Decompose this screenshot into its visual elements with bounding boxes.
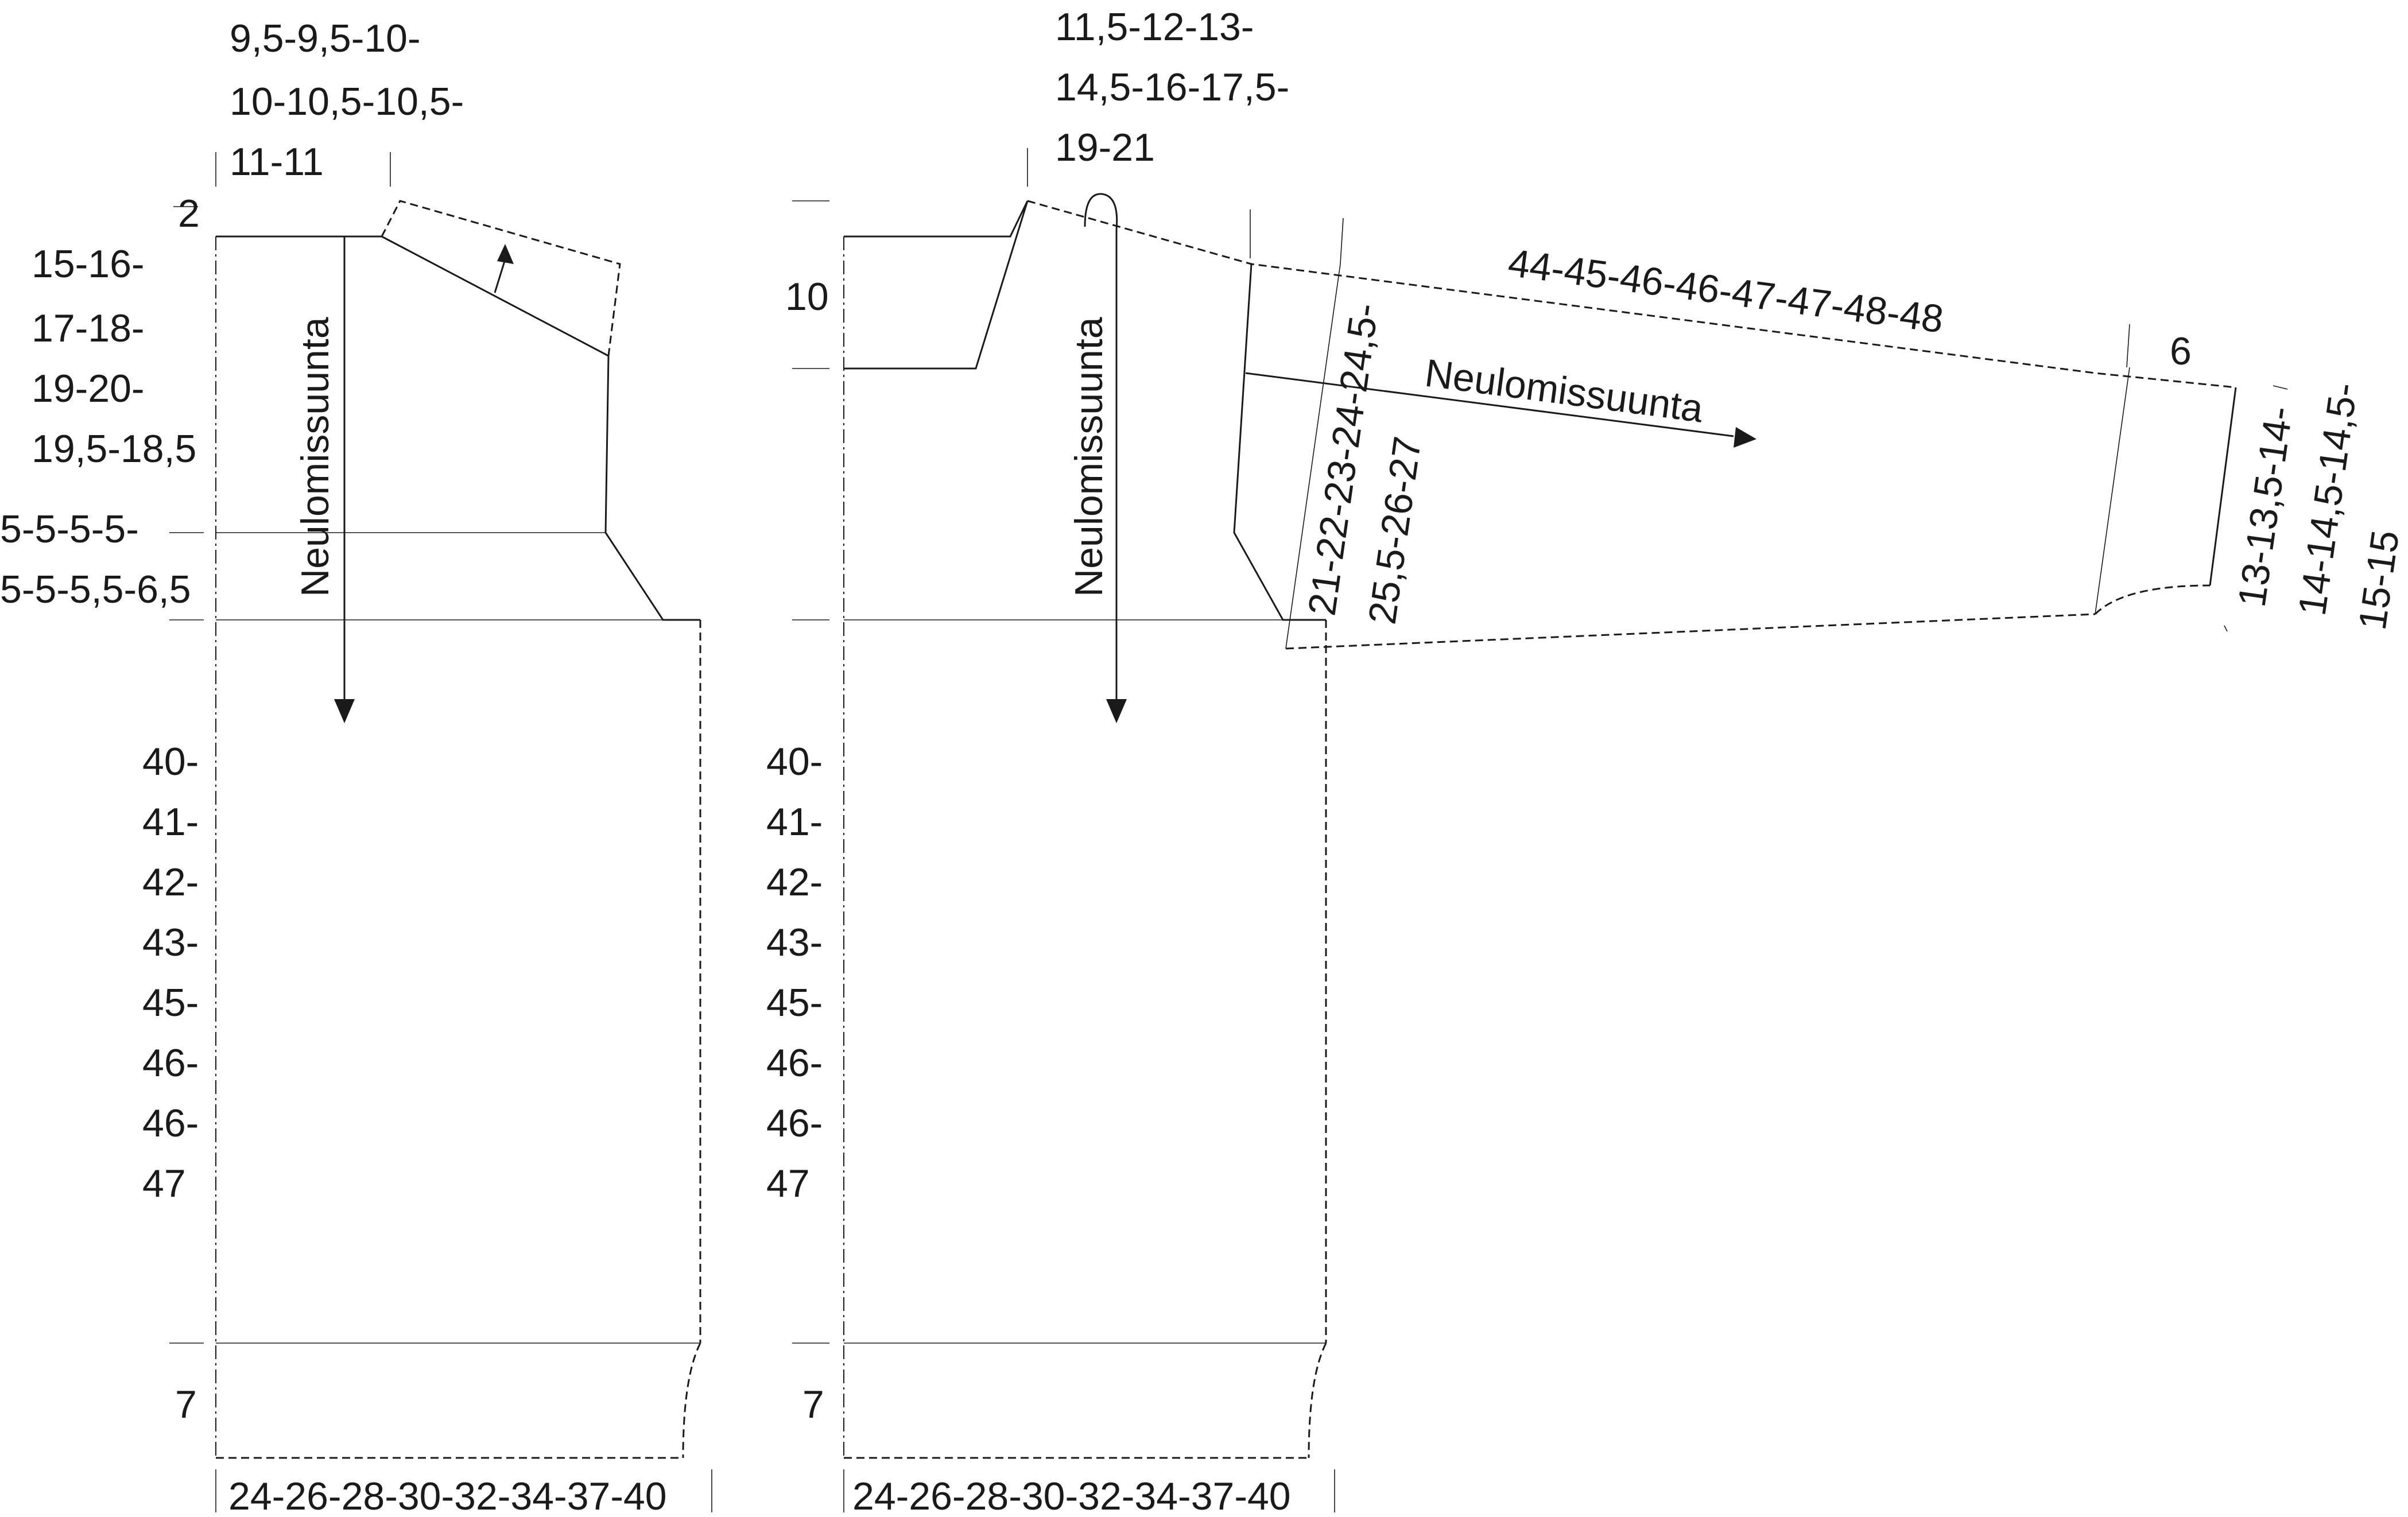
front-direction-arrow-head [1106,699,1127,723]
back-length-label-8: 47 [142,1162,186,1205]
back-shoulder-slope [381,235,609,357]
sleeve-cuff-edge [2209,387,2237,586]
front-length-label-8: 47 [766,1162,810,1205]
front-length-label-4: 43- [766,921,823,964]
back-length-label-3: 42- [142,860,199,904]
back-rib-side [682,1343,701,1458]
front-direction-label: Neulomissuunta [1067,317,1111,597]
front-width-label: 24-26-28-30-32-34-37-40 [852,1475,1291,1517]
back-neck-width-label-3: 11-11 [230,140,324,184]
back-length-label-4: 43- [142,921,199,964]
front-length-label-5: 45- [766,981,823,1025]
sleeve-cuff-width-tick-bottom [2224,625,2228,632]
sleeve-top-width-line [1285,263,1341,649]
front-neck-shape [844,200,1029,370]
front-length-label-6: 46- [766,1041,823,1085]
sleeve-top-tick-2 [1340,218,1344,265]
back-piece: 9,5-9,5-10- 10-10,5-10,5- 11-11 2 15-16-… [0,17,712,1517]
sleeve-piece: 44-45-46-46-47-47-48-48 6 Neulomissuunta… [1245,209,2407,650]
back-armhole-depth-label-4: 19,5-18,5 [32,427,196,471]
back-length-label-6: 46- [142,1041,199,1085]
back-armhole-depth-label-3: 19-20- [32,367,145,410]
sleeve-direction-arrow-line [1245,372,1734,437]
back-neck-width-label-1: 9,5-9,5-10- [230,17,421,60]
sleeve-direction-label: Neulomissuunta [1422,351,1706,431]
back-collar-arrow-line [494,259,506,293]
back-armhole-depth-label-1: 15-16- [32,242,145,286]
back-collar-outline [381,200,621,356]
front-piece: 11,5-12-13- 14,5-16-17,5- 19-21 10 40- 4… [766,5,2236,1517]
back-rib-label: 7 [175,1383,197,1426]
sleeve-top-width-label-2: 25,5-26-27 [1360,434,1430,627]
front-length-label-1: 40- [766,740,823,783]
back-direction-arrow-head [334,699,355,723]
sleeve-cuff-label: 6 [2170,329,2192,373]
back-collar-arrow-head [497,244,514,264]
sleeve-cuff-line [2095,367,2130,615]
front-neck-width-label-2: 14,5-16-17,5- [1055,65,1289,109]
front-direction-loop [1084,193,1118,230]
front-rib-label: 7 [802,1383,824,1426]
back-neck-width-label-2: 10-10,5-10,5- [230,80,464,123]
back-armhole [604,355,700,621]
sleeve-cuff-width-label-2: 14-14,5-14,5- [2290,380,2366,618]
front-neck-depth-label: 10 [785,275,829,319]
sleeve-underarm-seam [1285,613,2096,650]
back-underarm-label-2: 5-5-5,5-6,5 [0,568,191,611]
sleeve-cuff-width-tick-top [2273,385,2288,390]
front-raglan-top [1027,200,2236,389]
back-length-label-5: 45- [142,981,199,1025]
back-length-label-7: 46- [142,1101,199,1145]
front-length-label-7: 46- [766,1101,823,1145]
back-underarm-label-1: 5-5-5-5- [0,507,139,551]
sleeve-cuff-tick [2126,324,2130,368]
back-width-label: 24-26-28-30-32-34-37-40 [228,1475,667,1517]
front-length-label-3: 42- [766,860,823,904]
front-length-label-2: 41- [766,800,823,844]
back-shoulder-drop-label: 2 [178,192,200,235]
sleeve-direction-arrow-head [1734,427,1756,448]
front-neck-width-label-1: 11,5-12-13- [1055,5,1254,49]
front-neck-width-label-3: 19-21 [1055,126,1155,169]
sleeve-cuff-width-label-3: 15-15 [2351,527,2407,633]
front-rib-side [1308,1343,1327,1458]
sleeve-cuff-width-label-1: 13-13,5-14- [2230,404,2301,610]
back-length-label-2: 41- [142,800,199,844]
back-direction-label: Neulomissuunta [293,317,337,597]
back-armhole-depth-label-2: 17-18- [32,306,145,350]
sleeve-cuff-curve [2094,584,2211,615]
back-length-label-1: 40- [142,740,199,783]
